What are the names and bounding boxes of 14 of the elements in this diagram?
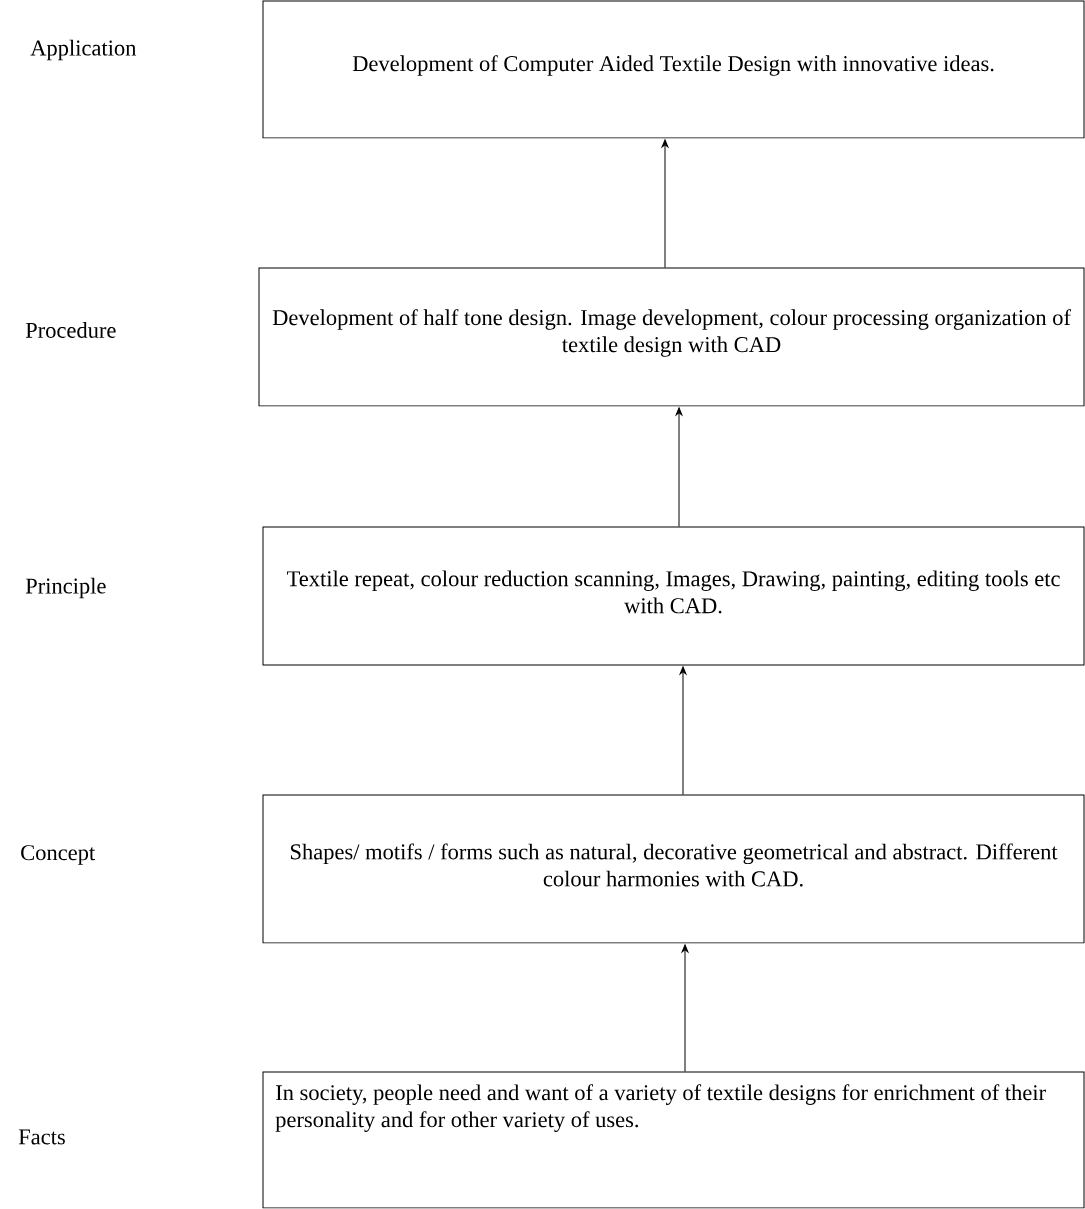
- process-box: Development of half tone design. Image development, colour processing organization of textile design with CAD: [258, 267, 1085, 407]
- arrow: [679, 666, 687, 795]
- process-box: In society, people need and want of a variety of textile designs for enrichment of their personality and for other variety of uses.: [262, 1071, 1085, 1209]
- process-box: Development of Computer Aided Textile Design with innovative ideas.: [262, 0, 1085, 139]
- level-label: Application: [30, 39, 137, 61]
- arrow: [681, 944, 689, 1072]
- level-label: Facts: [18, 1129, 65, 1145]
- process-box: Shapes/ motifs / forms such as natural, decorative geometrical and abstract. Different colour harmonies with CAD.: [262, 794, 1085, 944]
- arrow: [661, 139, 669, 268]
- level-label: Concept: [21, 845, 96, 865]
- process-box: Textile repeat, colour reduction scanning, Images, Drawing, painting, editing tools etc with CAD.: [262, 526, 1085, 666]
- level-label: Principle: [25, 577, 106, 599]
- arrow: [675, 407, 683, 527]
- level-label: Procedure: [25, 322, 116, 338]
